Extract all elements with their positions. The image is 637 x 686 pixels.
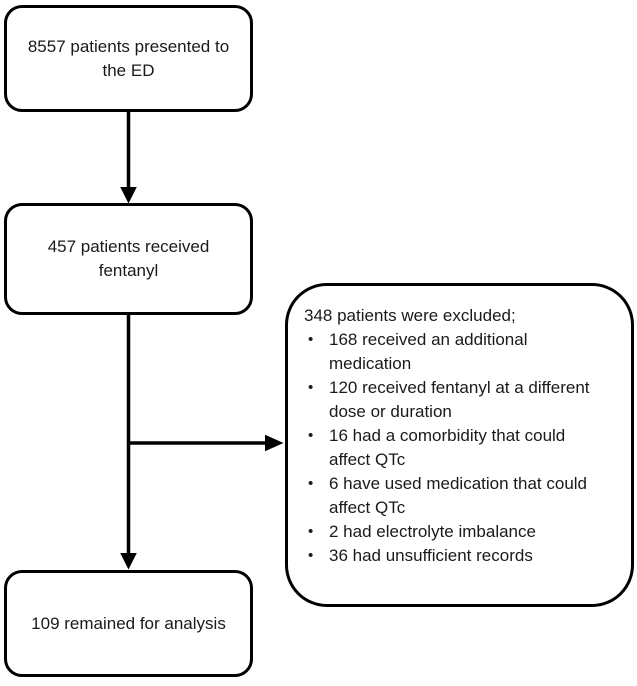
exclusion-item-label: 2 had electrolyte imbalance: [329, 522, 536, 541]
flow-node-fentanyl: 457 patients received fentanyl: [4, 203, 253, 315]
flow-node-exclusion: 348 patients were excluded; • 168 receiv…: [285, 283, 634, 607]
exclusion-item-label: 36 had unsufficient records: [329, 546, 533, 565]
exclusion-item: • 16 had a comorbidity that could affect…: [304, 424, 615, 472]
flow-node-analysis: 109 remained for analysis: [4, 570, 253, 677]
exclusion-item: • 168 received an additional medication: [304, 328, 615, 376]
exclusion-title: 348 patients were excluded;: [304, 306, 516, 325]
flow-node-analysis-label: 109 remained for analysis: [31, 613, 226, 633]
exclusion-item-label: 6 have used medication that could affect…: [329, 474, 588, 517]
exclusion-item: • 2 had electrolyte imbalance: [304, 520, 615, 544]
flow-node-presented-label: 8557 patients presented to the ED: [27, 36, 230, 80]
flow-node-fentanyl-label: 457 patients received fentanyl: [47, 237, 210, 280]
bullet-icon: •: [308, 331, 314, 348]
bullet-icon: •: [308, 475, 314, 492]
bullet-icon: •: [308, 427, 314, 444]
bullet-icon: •: [308, 547, 314, 564]
arrow-presented-to-fentanyl-head: [120, 187, 137, 204]
arrow-to-exclusion-head: [265, 434, 284, 452]
flow-node-presented: 8557 patients presented to the ED: [4, 5, 253, 112]
exclusion-item-label: 168 received an additional medication: [329, 330, 528, 373]
bullet-icon: •: [308, 523, 314, 540]
exclusion-item-label: 120 received fentanyl at a different dos…: [329, 378, 590, 421]
exclusion-item: • 120 received fentanyl at a different d…: [304, 376, 615, 424]
arrow-fentanyl-to-analysis-head: [120, 553, 137, 570]
exclusion-item: • 36 had unsufficient records: [304, 544, 615, 568]
exclusion-item: • 6 have used medication that could affe…: [304, 472, 615, 520]
exclusion-item-label: 16 had a comorbidity that could affect Q…: [329, 426, 566, 469]
bullet-icon: •: [308, 379, 314, 396]
